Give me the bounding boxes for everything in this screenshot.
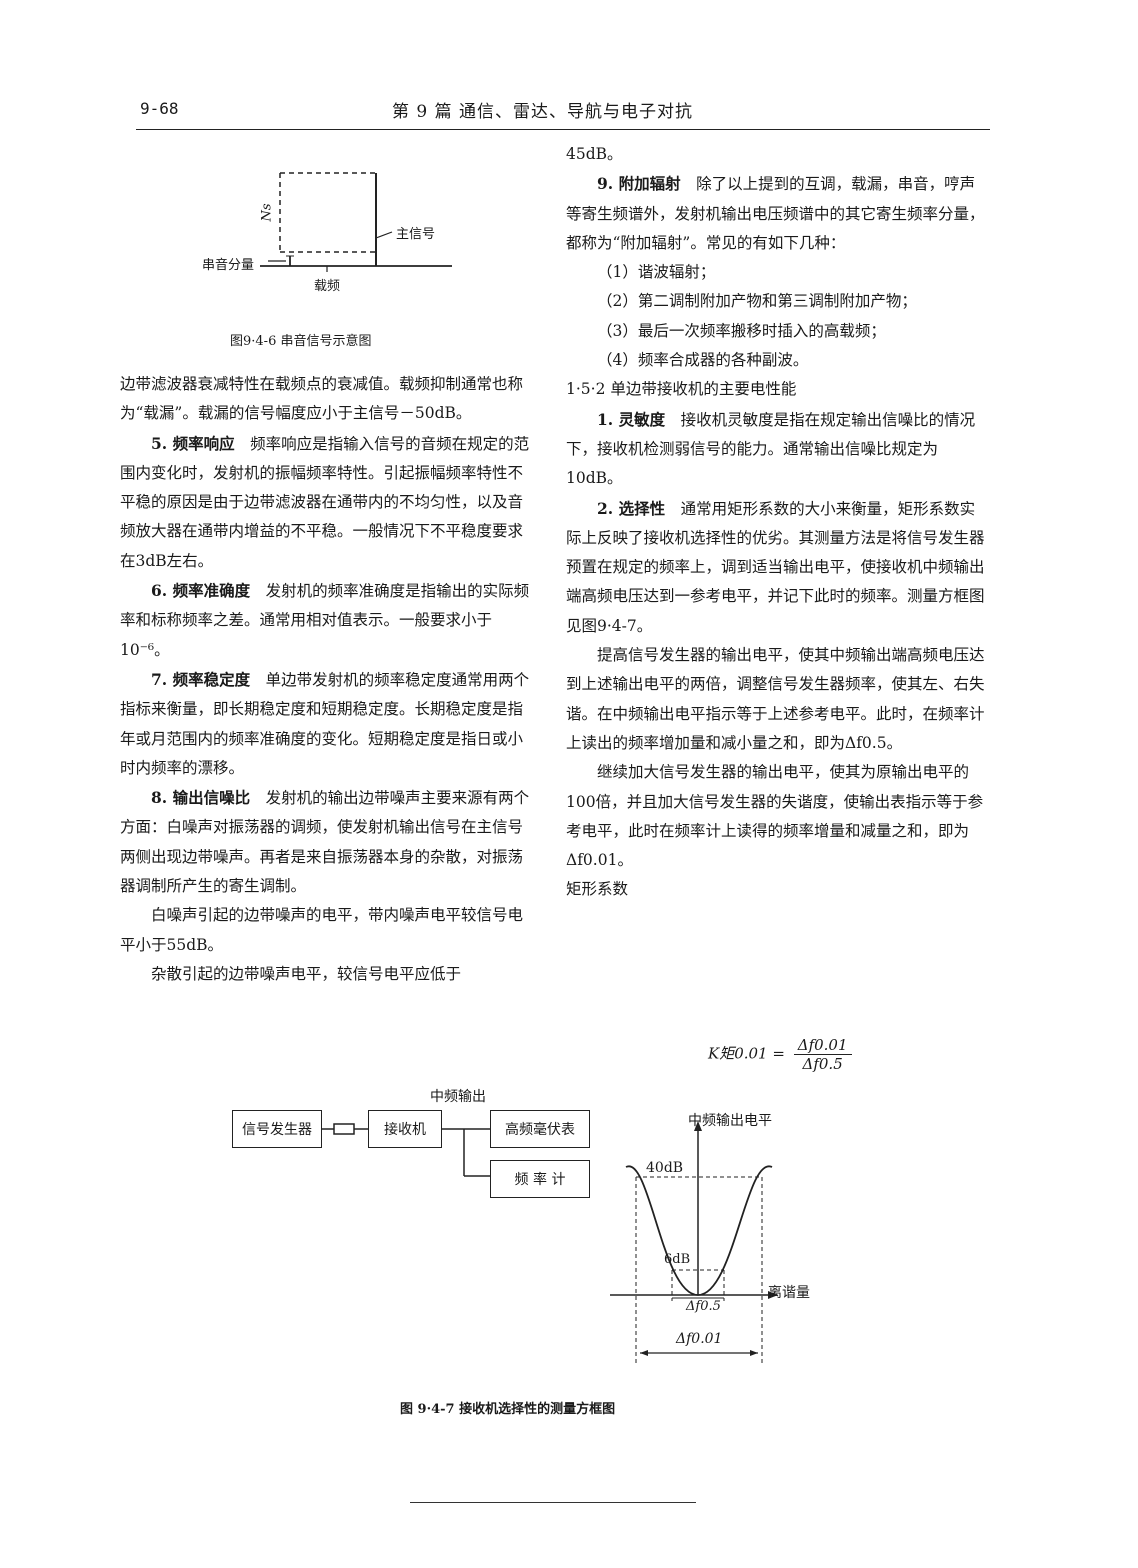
chapter-title: 第 9 篇 通信、雷达、导航与电子对抗	[392, 102, 694, 122]
signal-generator-box: 信号发生器	[232, 1110, 322, 1148]
page-number: 9-68	[140, 99, 179, 118]
list-item: （1）谐波辐射；	[597, 263, 716, 282]
paragraph: 9. 附加辐射 除了以上提到的互调，载漏，串音，哼声等寄生频谱外，发射机输出电压…	[566, 174, 985, 252]
40db-label: 40dB	[646, 1160, 684, 1176]
footer-rule	[410, 1502, 696, 1503]
formula-lhs: K矩0.01 =	[708, 1044, 785, 1063]
paragraph: 杂散引起的边带噪声电平，较信号电平应低于	[151, 964, 462, 983]
formula-numerator: Δf0.01	[793, 1036, 852, 1055]
x-axis-label: 离谐量	[768, 1285, 810, 1301]
main-signal-label: 主信号	[396, 227, 436, 242]
right-column: 45dB。 9. 附加辐射 除了以上提到的互调，载漏，串音，哼声等寄生频谱外，发…	[566, 140, 988, 905]
section-heading: 1·5·2 单边带接收机的主要电性能	[566, 380, 797, 399]
figure2-caption: 图 9·4-7 接收机选择性的测量方框图	[400, 1402, 616, 1417]
paragraph: 2. 选择性 通常用矩形系数的大小来衡量，矩形系数实际上反映了接收机选择性的优劣…	[566, 498, 985, 635]
hf-voltmeter-box: 高频毫伏表	[490, 1110, 590, 1148]
rectangle-coefficient-formula: K矩0.01 = Δf0.01 Δf0.5	[708, 1036, 852, 1073]
left-column: 边带滤波器衰减特性在载频点的衰减值。载频抑制通常也称为“载漏”。载漏的信号幅度应…	[120, 370, 534, 989]
paragraph: 7. 频率稳定度 单边带发射机的频率稳定度通常用两个指标来衡量，即长期稳定度和短…	[120, 669, 530, 777]
paragraph: 45dB。	[566, 145, 623, 163]
crosstalk-label: 串音分量	[202, 258, 255, 273]
6db-label: 6dB	[664, 1252, 691, 1267]
paragraph: 8. 输出信噪比 发射机的输出边带噪声主要来源有两个方面：白噪声对振荡器的调频，…	[120, 788, 530, 896]
list-item: （2）第二调制附加产物和第三调制附加产物；	[597, 292, 917, 311]
df05-label: Δf0.5	[686, 1299, 721, 1314]
formula-denominator: Δf0.5	[802, 1055, 843, 1073]
paragraph: 边带滤波器衰减特性在载频点的衰减值。载频抑制通常也称为“载漏”。载漏的信号幅度应…	[120, 375, 524, 423]
crosstalk-figure	[260, 172, 452, 272]
if-output-label: 中频输出	[430, 1089, 486, 1105]
df001-label: Δf0.01	[676, 1331, 723, 1347]
figure1-caption: 图9·4-6 串音信号示意图	[230, 334, 372, 349]
paragraph: 白噪声引起的边带噪声的电平，带内噪声电平较信号电平小于55dB。	[120, 906, 524, 954]
ns-label: Ns	[259, 203, 275, 222]
list-item: （4）频率合成器的各种副波。	[597, 351, 809, 370]
block-diagram-connectors	[320, 1123, 490, 1177]
carrier-label: 载频	[314, 279, 341, 294]
y-axis-label: 中频输出电平	[688, 1113, 772, 1129]
paragraph: 提高信号发生器的输出电平，使其中频输出端高频电压达到上述输出电平的两倍，调整信号…	[566, 646, 985, 752]
paragraph: 继续加大信号发生器的输出电平，使其为原输出电平的100倍，并且加大信号发生器的失…	[566, 763, 984, 870]
receiver-box: 接收机	[368, 1110, 442, 1148]
paragraph: 矩形系数	[566, 880, 629, 899]
header-rule	[136, 129, 990, 130]
paragraph: 1. 灵敏度 接收机灵敏度是指在规定输出信噪比的情况下，接收机检测弱信号的能力。…	[566, 409, 976, 488]
selectivity-curve-plot	[610, 1121, 778, 1363]
list-item: （3）最后一次频率搬移时插入的高载频；	[597, 321, 886, 340]
paragraph: 5. 频率响应 频率响应是指输入信号的音频在规定的范围内变化时，发射机的振幅频率…	[120, 433, 530, 570]
paragraph: 6. 频率准确度 发射机的频率准确度是指输出的实际频率和标称频率之差。通常用相对…	[120, 581, 530, 659]
frequency-counter-box: 频 率 计	[490, 1160, 590, 1198]
